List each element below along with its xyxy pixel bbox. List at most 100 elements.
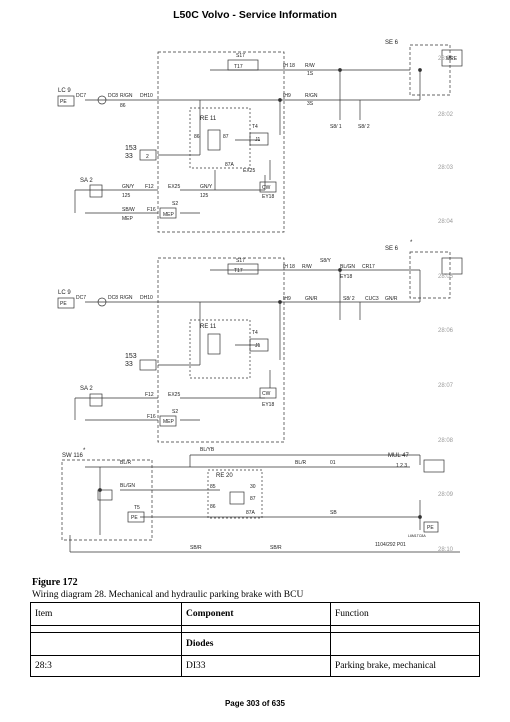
label-sw116: SW 116 bbox=[62, 453, 84, 459]
ref-28-01: 28:01 bbox=[438, 56, 454, 62]
label-wire-gny2-num: 125 bbox=[200, 193, 209, 199]
label-wire-gnr2-mid: GN/R bbox=[385, 296, 398, 302]
ref-28-10: 28:10 bbox=[438, 547, 454, 553]
label-2-top: 2 bbox=[146, 154, 149, 160]
label-wire-gny2: GN/Y bbox=[200, 184, 213, 190]
ref-28-08: 28:08 bbox=[438, 438, 454, 444]
label-123: 1 2 3 bbox=[396, 463, 407, 469]
header-function: Function bbox=[330, 602, 480, 626]
label-f12-mid: F12 bbox=[145, 392, 154, 398]
label-ih9-mid: IH9 bbox=[283, 296, 291, 302]
label-wire-rw-num: 1S bbox=[307, 71, 314, 77]
label-re20: RE 20 bbox=[216, 473, 233, 479]
label-wire-rw: R/W bbox=[305, 63, 315, 69]
label-re11-top: RE 11 bbox=[200, 116, 217, 122]
label-pe-mid: PE bbox=[60, 301, 67, 307]
label-f16-mid: F16 bbox=[147, 414, 156, 420]
category-empty-1 bbox=[30, 632, 182, 656]
header-item: Item bbox=[30, 602, 182, 626]
label-star-mid: * bbox=[410, 240, 413, 246]
label-pe-top: PE bbox=[60, 99, 67, 105]
label-code: L6M1TC8A bbox=[408, 534, 426, 538]
label-dc7-top: DC7 bbox=[76, 93, 86, 99]
ref-28-07: 28:07 bbox=[438, 383, 454, 389]
label-86-top: 86 bbox=[194, 134, 200, 140]
label-ex25b-top: EX25 bbox=[168, 184, 180, 190]
label-re11-mid: RE 11 bbox=[200, 324, 217, 330]
category-diodes: Diodes bbox=[181, 632, 331, 656]
label-85: 85 bbox=[210, 484, 216, 490]
label-ex25-top: EX25 bbox=[243, 168, 255, 174]
label-wire-blgn-mid: BL/GN bbox=[340, 264, 355, 270]
label-sa2-mid: SA 2 bbox=[80, 386, 93, 392]
row-function: Parking brake, mechanical bbox=[330, 655, 480, 677]
label-s2-top: S2 bbox=[172, 201, 178, 207]
label-ih9: IH9 bbox=[283, 93, 291, 99]
label-ey18b-mid: EY18 bbox=[262, 402, 274, 408]
label-wire-blr-bot: BL/R bbox=[295, 460, 307, 466]
ref-28-03: 28:03 bbox=[438, 165, 454, 171]
label-s2-mid: S2 bbox=[172, 409, 178, 415]
row-component: DI33 bbox=[181, 655, 331, 677]
label-33-mid: 33 bbox=[125, 361, 133, 368]
header-component: Component bbox=[181, 602, 331, 626]
label-t17-mid: T17 bbox=[234, 268, 243, 274]
label-87-bot: 87 bbox=[250, 496, 256, 502]
label-dc8-top: DC8 bbox=[108, 93, 118, 99]
label-mul47: MUL 47 bbox=[388, 453, 409, 459]
ref-28-06: 28:06 bbox=[438, 328, 454, 334]
label-mep-top: MEP bbox=[163, 212, 175, 218]
label-s17: S17 bbox=[236, 53, 245, 59]
label-t17: T17 bbox=[234, 64, 243, 70]
label-pe2-bot: PE bbox=[427, 525, 434, 531]
label-wire-gny-num: 125 bbox=[122, 193, 131, 199]
label-wire-gnr-mid: GN/R bbox=[305, 296, 318, 302]
label-j1-top: J1 bbox=[255, 137, 261, 143]
label-87a-bot: 87A bbox=[246, 510, 256, 516]
label-ex25-mid: EX25 bbox=[168, 392, 180, 398]
label-153-mid: 153 bbox=[125, 353, 137, 360]
row-item: 28:3 bbox=[30, 655, 182, 677]
label-dh10-top: DH10 bbox=[140, 93, 153, 99]
ref-28-04: 28:04 bbox=[438, 219, 454, 225]
label-cr17-mid: CR17 bbox=[362, 264, 375, 270]
label-t4-mid: T4 bbox=[252, 330, 258, 336]
label-87a-top: 87A bbox=[225, 162, 235, 168]
label-ey18-top: EY18 bbox=[262, 194, 274, 200]
label-ey18-mid: EY18 bbox=[340, 274, 352, 280]
label-lc9-mid: LC 9 bbox=[58, 290, 71, 296]
label-cuc3-mid: CUC3 bbox=[365, 296, 379, 302]
page-number: Page 303 of 635 bbox=[224, 699, 286, 708]
label-01-bot: 01 bbox=[330, 460, 336, 466]
table-category-row: Diodes bbox=[30, 632, 480, 656]
label-wire-blr-left: BL/R bbox=[120, 460, 132, 466]
label-star-bot: * bbox=[83, 448, 86, 454]
label-wire-rgn-num: 3S bbox=[307, 101, 314, 107]
label-wire-sbw-num: MEP bbox=[122, 216, 134, 222]
label-wire-blgn-bot: BL/GN bbox=[120, 483, 135, 489]
label-dc7-mid: DC7 bbox=[76, 295, 86, 301]
label-33-top: 33 bbox=[125, 153, 133, 160]
label-f12-top: F12 bbox=[145, 184, 154, 190]
label-se6-mid: SE 6 bbox=[385, 246, 399, 252]
label-wire-rgn: R/GN bbox=[305, 93, 318, 99]
label-wire-rw-mid: R/W bbox=[302, 264, 312, 270]
label-t4-top: T4 bbox=[252, 124, 258, 130]
document-title: L50C Volvo - Service Information bbox=[173, 9, 337, 21]
wiring-diagram-svg: 28:01 28:02 28:03 28:04 28:05 28:06 28:0… bbox=[57, 40, 463, 553]
ref-28-02: 28:02 bbox=[438, 112, 454, 118]
label-dc8-mid: DC8 bbox=[108, 295, 118, 301]
table-header-row: Item Component Function bbox=[30, 602, 480, 626]
label-s8-2-mid: S8/ 2 bbox=[343, 296, 355, 302]
label-sa2-top: SA 2 bbox=[80, 178, 93, 184]
label-wire-rgn-mid: R/GN bbox=[120, 295, 133, 301]
components-table: Item Component Function Diodes 28:3 DI33… bbox=[30, 602, 480, 677]
label-mre: MRE bbox=[446, 56, 458, 62]
label-s8-2: S8/ 2 bbox=[358, 124, 370, 130]
label-s17-mid: S17 bbox=[236, 258, 245, 264]
label-cw-mid: CW bbox=[262, 391, 271, 397]
table-row: 28:3 DI33 Parking brake, mechanical bbox=[30, 655, 480, 677]
table-spacer-row bbox=[30, 625, 480, 633]
label-mep-mid: MEP bbox=[163, 419, 175, 425]
label-t5: T5 bbox=[134, 505, 140, 511]
